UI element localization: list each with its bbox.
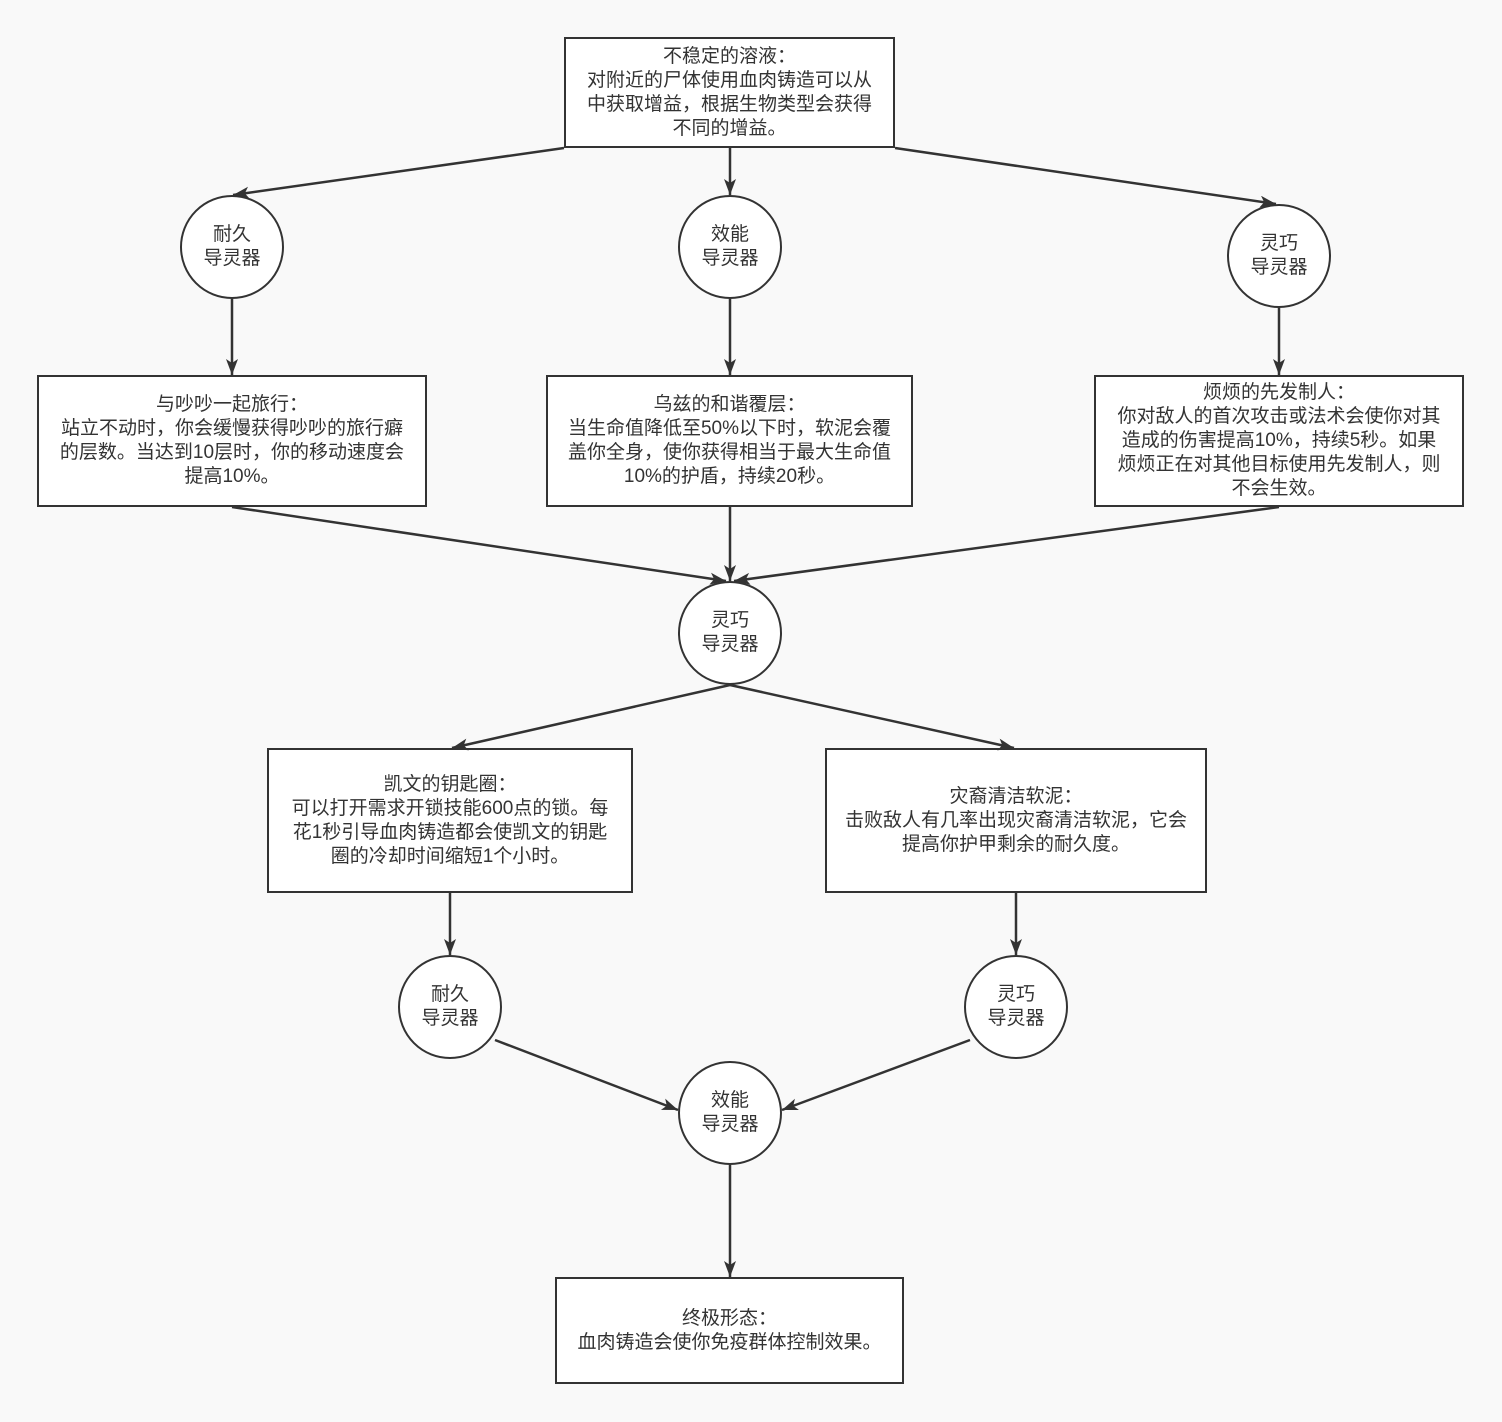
node-conduit-finesse-bottom: 灵巧 导灵器 (964, 955, 1068, 1059)
node-title: 灾裔清洁软泥： (949, 785, 1083, 807)
node-text-line: 效能 (710, 1090, 749, 1111)
edge-root-to-conduit-c (894, 146, 1277, 208)
node-text: 灵巧 导灵器 (987, 983, 1044, 1031)
node-conduit-finesse-top: 灵巧 导灵器 (1227, 204, 1331, 308)
node-text-line: 盖你全身，使你获得相当于最大生命值 (567, 442, 891, 463)
node-text-line: 不会生效。 (1231, 478, 1327, 499)
node-text: 终极形态： 血肉铸造会使你免疫群体控制效果。 (577, 1307, 881, 1355)
node-text: 效能 导灵器 (701, 1089, 758, 1137)
edge-conduit-d-to-slime (729, 683, 1015, 751)
node-ooz: 乌兹的和谐覆层： 当生命值降低至50%以下时，软泥会覆 盖你全身，使你获得相当于… (546, 375, 913, 507)
node-text: 烦烦的先发制人： 你对敌人的首次攻击或法术会使你对其 造成的伤害提高10%，持续… (1117, 381, 1440, 501)
node-text-line: 血肉铸造会使你免疫群体控制效果。 (577, 1331, 882, 1353)
node-text-line: 10%的护盾，持续20秒。 (623, 466, 836, 487)
node-text-line: 烦烦正在对其他目标使用先发制人，则 (1117, 454, 1441, 475)
node-title: 不稳定的溶液： (662, 45, 796, 67)
node-text-line: 的层数。当达到10层时，你的移动速度会 (59, 442, 405, 463)
node-text-line: 导灵器 (203, 248, 261, 269)
node-title: 与吵吵一起旅行： (155, 394, 308, 415)
edge-conduit-f-to-conduit-g (781, 1038, 971, 1112)
node-title: 终极形态： (681, 1307, 777, 1329)
node-text-line: 导灵器 (701, 634, 759, 655)
node-text-line: 当生命值降低至50%以下时，软泥会覆 (567, 418, 892, 439)
node-conduit-durability-top: 耐久 导灵器 (180, 195, 284, 299)
node-text-line: 对附近的尸体使用血肉铸造可以从 (586, 69, 872, 91)
node-text: 灾裔清洁软泥： 击败敌人有几率出现灾裔清洁软泥，它会 提高你护甲剩余的耐久度。 (845, 785, 1187, 857)
node-text-line: 耐久 (212, 224, 251, 245)
node-text-line: 导灵器 (421, 1008, 479, 1029)
edge-preempt-to-conduit-d (733, 505, 1280, 585)
node-text-line: 导灵器 (701, 1114, 759, 1135)
edge-travel-to-conduit-d (231, 505, 727, 585)
node-text: 灵巧 导灵器 (1250, 232, 1307, 280)
node-text-line: 导灵器 (701, 248, 759, 269)
node-conduit-potency-bottom: 效能 导灵器 (678, 1061, 782, 1165)
node-text-line: 造成的伤害提高10%，持续5秒。如果 (1121, 430, 1437, 451)
node-text: 灵巧 导灵器 (701, 609, 758, 657)
node-text-line: 提高10%。 (184, 466, 280, 487)
edge-conduit-e-to-conduit-g (494, 1038, 679, 1112)
node-text-line: 站立不动时，你会缓慢获得吵吵的旅行癖 (60, 418, 403, 439)
node-text-line: 圈的冷却时间缩短1个小时。 (330, 845, 570, 867)
node-text-line: 导灵器 (1250, 257, 1308, 278)
node-text-line: 击败敌人有几率出现灾裔清洁软泥，它会 (844, 809, 1187, 831)
node-title: 凯文的钥匙圈： (383, 773, 517, 795)
node-text-line: 你对敌人的首次攻击或法术会使你对其 (1117, 406, 1441, 427)
node-text: 耐久 导灵器 (421, 983, 478, 1031)
node-text-line: 效能 (710, 224, 749, 245)
node-text: 不稳定的溶液： 对附近的尸体使用血肉铸造可以从 中获取增益，根据生物类型会获得 … (587, 45, 872, 141)
node-text-line: 提高你护甲剩余的耐久度。 (901, 833, 1130, 855)
node-cleaning-slime: 灾裔清洁软泥： 击败敌人有几率出现灾裔清洁软泥，它会 提高你护甲剩余的耐久度。 (825, 748, 1207, 893)
node-conduit-potency-top: 效能 导灵器 (678, 195, 782, 299)
node-conduit-durability-bottom: 耐久 导灵器 (398, 955, 502, 1059)
node-text-line: 花1秒引导血肉铸造都会使凯文的钥匙 (292, 821, 608, 843)
node-final-form: 终极形态： 血肉铸造会使你免疫群体控制效果。 (555, 1277, 904, 1384)
node-conduit-finesse-middle: 灵巧 导灵器 (678, 581, 782, 685)
node-text: 凯文的钥匙圈： 可以打开需求开锁技能600点的锁。每 花1秒引导血肉铸造都会使凯… (292, 773, 609, 869)
node-unstable-solution: 不稳定的溶液： 对附近的尸体使用血肉铸造可以从 中获取增益，根据生物类型会获得 … (564, 37, 895, 148)
node-text-line: 中获取增益，根据生物类型会获得 (586, 93, 872, 115)
node-title: 烦烦的先发制人： (1202, 382, 1355, 403)
node-text-line: 导灵器 (987, 1008, 1045, 1029)
node-text-line: 不同的增益。 (672, 117, 787, 139)
node-text: 乌兹的和谐覆层： 当生命值降低至50%以下时，软泥会覆 盖你全身，使你获得相当于… (568, 393, 891, 489)
edge-root-to-conduit-a (232, 146, 565, 199)
node-text: 效能 导灵器 (701, 223, 758, 271)
node-text-line: 灵巧 (710, 610, 749, 631)
node-text-line: 灵巧 (1259, 233, 1298, 254)
node-preempt: 烦烦的先发制人： 你对敌人的首次攻击或法术会使你对其 造成的伤害提高10%，持续… (1094, 375, 1464, 507)
node-text-line: 耐久 (430, 984, 469, 1005)
node-kevin-keyring: 凯文的钥匙圈： 可以打开需求开锁技能600点的锁。每 花1秒引导血肉铸造都会使凯… (267, 748, 633, 893)
node-text-line: 灵巧 (996, 984, 1035, 1005)
edge-conduit-d-to-kevin (451, 683, 731, 751)
node-text-line: 可以打开需求开锁技能600点的锁。每 (291, 797, 609, 819)
node-travel: 与吵吵一起旅行： 站立不动时，你会缓慢获得吵吵的旅行癖 的层数。当达到10层时，… (37, 375, 427, 507)
node-text: 与吵吵一起旅行： 站立不动时，你会缓慢获得吵吵的旅行癖 的层数。当达到10层时，… (60, 393, 404, 489)
node-text: 耐久 导灵器 (203, 223, 260, 271)
node-title: 乌兹的和谐覆层： (653, 394, 806, 415)
